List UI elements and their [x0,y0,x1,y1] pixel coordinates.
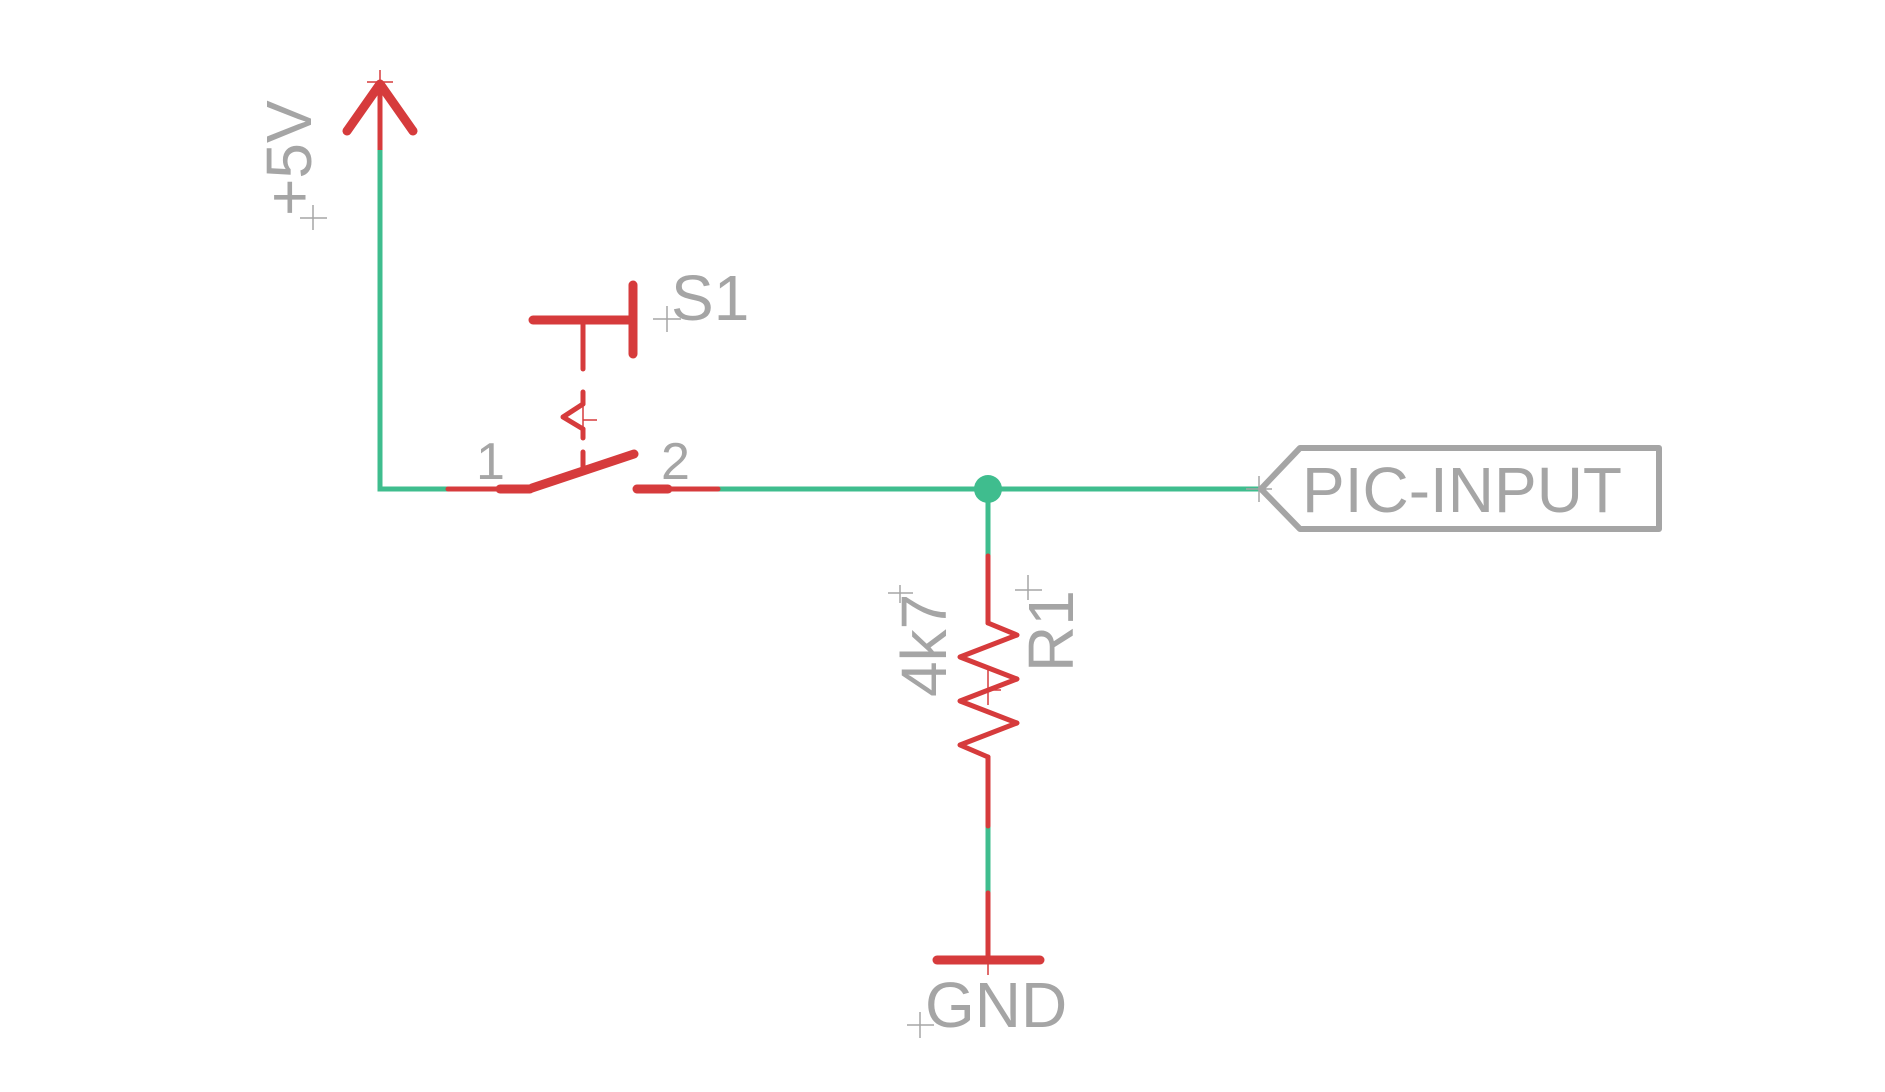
switch-pin2-label: 2 [661,433,690,491]
junction-dot [974,475,1002,503]
switch-name-label: S1 [671,262,749,334]
switch-chevron-icon [560,401,586,432]
net-label-pic-input[interactable]: PIC-INPUT [1246,445,1662,532]
supply-label-group: +5V [253,100,327,230]
switch-pin1-label: 1 [476,433,505,491]
resistor-r1-symbol[interactable] [957,553,1020,829]
resistor-value-group: 4k7 [888,585,960,697]
net-label-text: PIC-INPUT [1302,454,1622,526]
net-label-flag [1258,445,1662,532]
switch-s1-symbol[interactable] [445,280,721,494]
supply-label: +5V [253,100,325,216]
resistor-name-group: R1 [1015,575,1087,672]
wires [377,150,1259,893]
ground-symbol[interactable] [932,890,1045,975]
supply-5v-symbol[interactable] [342,70,418,153]
resistor-name-label: R1 [1015,590,1087,672]
wire-5v-to-s1[interactable] [377,150,448,492]
resistor-value-label: 4k7 [888,594,960,697]
ground-label: GND [925,969,1067,1041]
